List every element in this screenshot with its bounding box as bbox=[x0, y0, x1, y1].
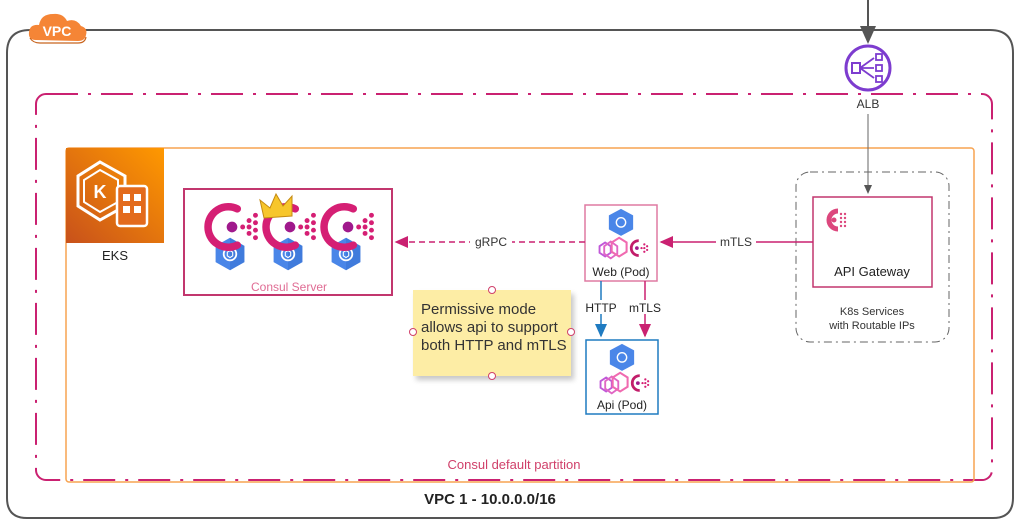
note-handle-left[interactable] bbox=[409, 328, 417, 336]
consul-logo-icon bbox=[826, 208, 847, 232]
eks-icon: K bbox=[66, 148, 164, 243]
consul-partition-boundary bbox=[35, 93, 993, 481]
api-pod-node[interactable]: Api (Pod) bbox=[585, 339, 659, 415]
vpc-caption: VPC 1 - 10.0.0.0/16 bbox=[424, 491, 556, 508]
vpc-cloud-icon: VPC bbox=[28, 13, 87, 44]
k8s-services-group bbox=[795, 171, 950, 343]
note-handle-right[interactable] bbox=[567, 328, 575, 336]
note-handle-bottom[interactable] bbox=[488, 372, 496, 380]
svg-text:K: K bbox=[94, 182, 107, 202]
api-gateway-node[interactable]: API Gateway bbox=[812, 196, 933, 288]
eks-label: EKS bbox=[102, 248, 128, 263]
consul-server-label: Consul Server bbox=[251, 280, 327, 294]
grpc-edge-label: gRPC bbox=[475, 235, 507, 249]
leader-crown-icon bbox=[259, 192, 293, 219]
consul-server-node[interactable]: Consul Server bbox=[183, 188, 393, 296]
k8s-services-line2: with Routable IPs bbox=[828, 320, 915, 332]
gateway-to-web-edge-label: mTLS bbox=[720, 235, 752, 249]
api-pod-label: Api (Pod) bbox=[597, 398, 647, 412]
alb-label: ALB bbox=[857, 97, 880, 111]
k8s-services-line1: K8s Services bbox=[840, 306, 905, 318]
mtls-edge-label: mTLS bbox=[629, 301, 661, 315]
note-line: Permissive mode bbox=[421, 301, 537, 318]
partition-label: Consul default partition bbox=[448, 457, 581, 472]
note-line: both HTTP and mTLS bbox=[421, 337, 567, 354]
http-edge-label: HTTP bbox=[585, 301, 616, 315]
note-handle-top[interactable] bbox=[488, 286, 496, 294]
note-line: allows api to support bbox=[421, 319, 558, 336]
vpc-boundary bbox=[6, 29, 1014, 519]
web-pod-node[interactable]: Web (Pod) bbox=[584, 204, 658, 282]
web-pod-label: Web (Pod) bbox=[592, 265, 649, 279]
api-gateway-label: API Gateway bbox=[834, 264, 910, 279]
sticky-note[interactable]: Permissive mode allows api to support bo… bbox=[413, 290, 571, 376]
alb-icon[interactable] bbox=[844, 44, 892, 92]
vpc-badge-label: VPC bbox=[43, 23, 72, 39]
eks-cluster-boundary bbox=[65, 147, 975, 483]
